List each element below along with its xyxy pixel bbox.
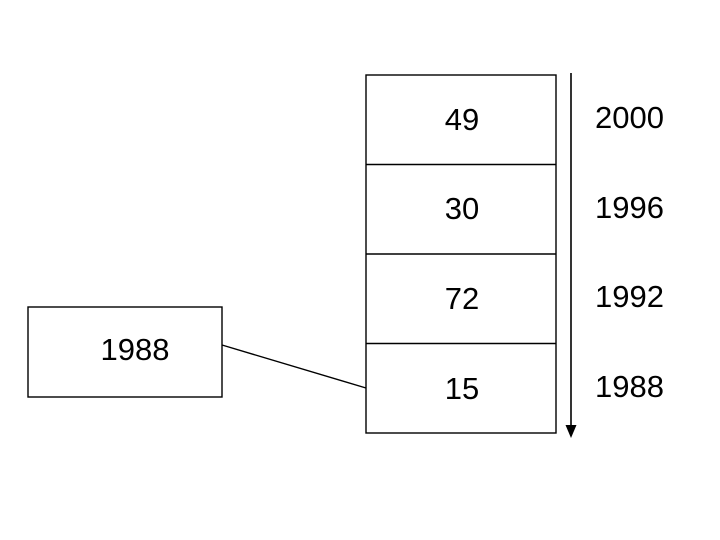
- stack-cell-value-2: 72: [444, 281, 480, 316]
- year-label-2000: 2000: [595, 100, 664, 135]
- connector-line: [221, 344, 367, 389]
- stack-cell-value-0: 49: [444, 102, 480, 137]
- callout-box-outline: [27, 306, 223, 398]
- arrow-down-icon: [565, 425, 577, 438]
- year-label-1988: 1988: [595, 369, 664, 404]
- callout-box-label: 1988: [100, 332, 170, 367]
- year-label-1996: 1996: [595, 190, 664, 225]
- stack-cell-value-3: 15: [444, 371, 480, 406]
- stack-cell-value-1: 30: [444, 191, 480, 226]
- year-label-1992: 1992: [595, 279, 664, 314]
